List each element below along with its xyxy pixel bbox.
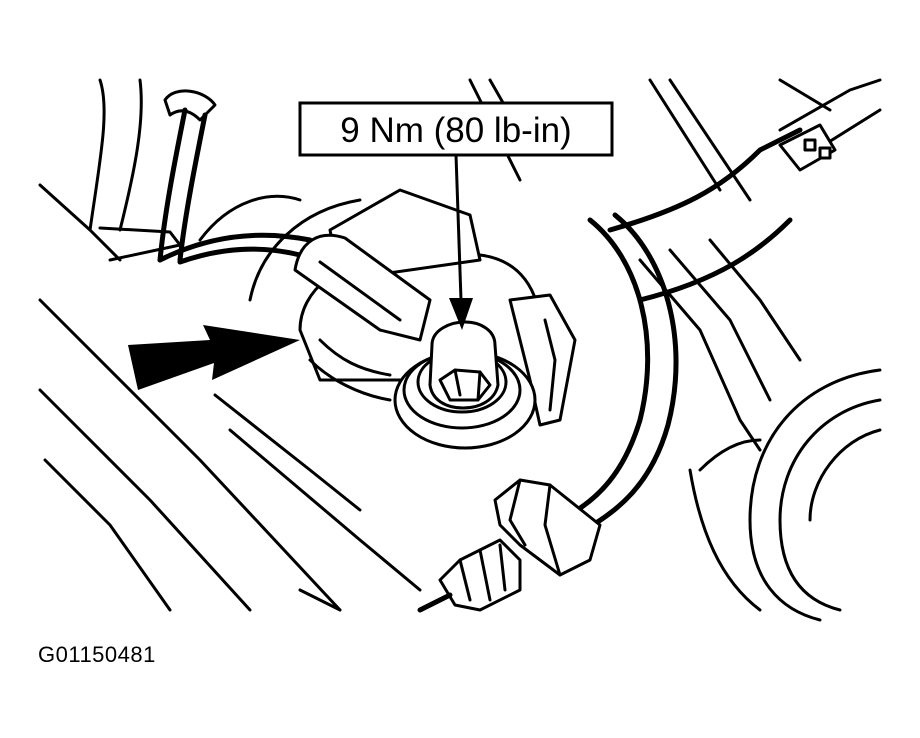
sensor-assembly — [293, 188, 577, 450]
metal-line — [417, 212, 679, 613]
leader-line — [454, 154, 463, 301]
vacuum-tube — [157, 89, 313, 265]
torque-label: 9 Nm (80 lb-in) — [340, 111, 571, 150]
figure-id: G01150481 — [38, 642, 156, 667]
intake-hose — [607, 78, 882, 472]
arrow-down-icon — [449, 298, 473, 330]
pulley — [688, 368, 882, 622]
torque-callout: 9 Nm (80 lb-in) — [298, 101, 614, 330]
arrow-right-icon — [128, 325, 300, 390]
